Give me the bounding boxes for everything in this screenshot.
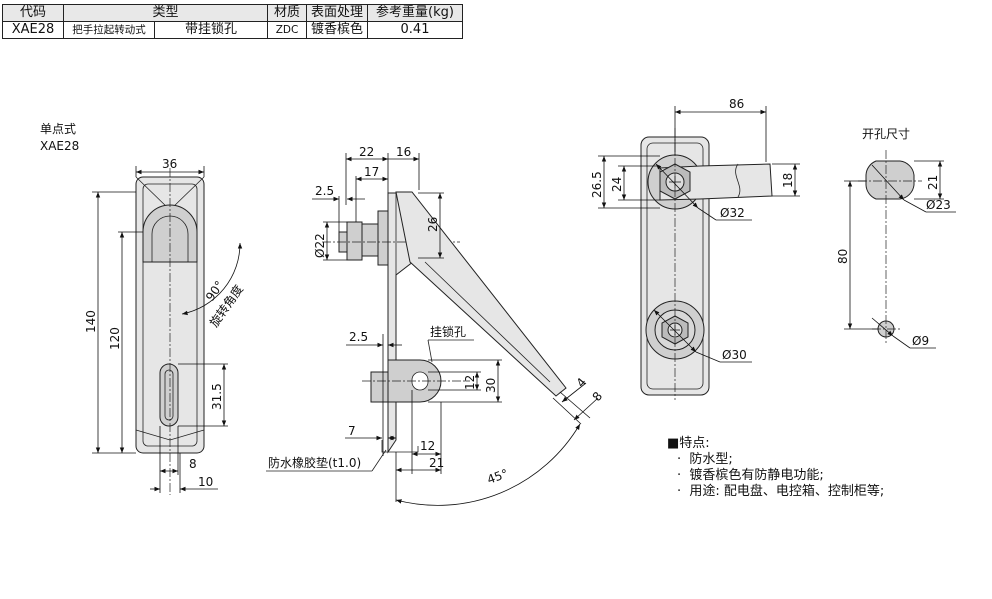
padlock-hole-label: 挂锁孔 (430, 324, 466, 339)
cell-weight: 0.41 (367, 21, 464, 39)
square-bullet-icon: ■ (667, 436, 680, 451)
dim-front-slot-length: 31.5 (210, 383, 224, 410)
side-view: 22 16 17 2.5 26 Ø22 2.5 7 12 (266, 145, 606, 506)
dim-cutout-dia9: Ø9 (912, 334, 929, 348)
feature-item-text: 用途: 配电盘、电控箱、控制柜等; (689, 484, 885, 499)
cell-finish: 镀香槟色 (305, 21, 369, 39)
front-view: 单点式 XAE28 36 140 120 31.5 (40, 122, 246, 495)
spec-table-header: 代码 类型 材质 表面处理 参考重量(kg) (2, 4, 464, 22)
feature-item: · 镀香槟色有防静电功能; (667, 468, 884, 484)
dim-cutout-80: 80 (836, 249, 850, 264)
feature-item-text: 防水型; (689, 452, 733, 467)
feature-item: · 防水型; (667, 452, 884, 468)
header-weight: 参考重量(kg) (367, 4, 464, 22)
header-material: 材质 (267, 4, 307, 22)
dim-side-17: 17 (364, 165, 379, 179)
dot-bullet-icon: · (677, 452, 690, 467)
dim-side-22: 22 (359, 145, 374, 159)
dim-cutout-dia23: Ø23 (926, 198, 951, 212)
dim-side-16: 16 (396, 145, 411, 159)
features-heading: 特点: (679, 436, 710, 451)
dim-side-30: 30 (484, 378, 498, 393)
side-nut (346, 221, 363, 261)
feature-item: · 用途: 配电盘、电控箱、控制柜等; (667, 484, 884, 500)
dim-front-bottom-width: 10 (198, 475, 213, 489)
side-padlock-screw (370, 371, 389, 403)
back-view: 86 26.5 24 18 Ø32 Ø30 (590, 97, 800, 400)
feature-item-text: 镀香槟色有防静电功能; (689, 468, 824, 483)
dim-front-height-120: 120 (108, 327, 122, 350)
cell-type-a: 把手拉起转动式 (63, 21, 155, 39)
dim-side-21: 21 (429, 456, 444, 470)
gasket-label: 防水橡胶垫(t1.0) (268, 455, 361, 470)
dim-back-dia32: Ø32 (720, 206, 745, 220)
header-code: 代码 (2, 4, 64, 22)
side-cylinder-flange (377, 210, 389, 266)
dot-bullet-icon: · (677, 484, 690, 499)
side-angle-arc (395, 423, 581, 506)
dim-side-12-h: 12 (463, 375, 477, 390)
cell-material: ZDC (267, 21, 307, 39)
front-view-title: 单点式 (40, 122, 76, 136)
dim-side-4: 4 (574, 375, 590, 390)
spec-table-row: XAE28 把手拉起转动式 带挂锁孔 ZDC 镀香槟色 0.41 (2, 21, 464, 39)
cell-code: XAE28 (2, 21, 64, 39)
cutout-view: 开孔尺寸 21 Ø23 80 Ø9 (836, 127, 956, 349)
cell-type-b: 带挂锁孔 (154, 21, 268, 39)
dim-side-2-5-top: 2.5 (315, 184, 334, 198)
spec-table: 代码 类型 材质 表面处理 参考重量(kg) XAE28 把手拉起转动式 带挂锁… (2, 4, 464, 39)
dim-back-26-5: 26.5 (590, 171, 604, 198)
dim-side-12-w: 12 (420, 439, 435, 453)
side-gasket (381, 440, 419, 453)
dim-side-45: 45° (485, 466, 510, 486)
front-padlock-slot-inner (164, 369, 174, 421)
dim-back-24: 24 (610, 177, 624, 192)
dim-front-slot-width: 8 (189, 457, 197, 471)
cutout-title: 开孔尺寸 (862, 127, 910, 141)
front-view-model: XAE28 (40, 139, 79, 153)
header-type: 类型 (63, 4, 268, 22)
dim-cutout-21: 21 (926, 175, 940, 190)
dot-bullet-icon: · (677, 468, 690, 483)
dim-back-18: 18 (781, 173, 795, 188)
dim-side-dia22: Ø22 (313, 233, 327, 258)
dim-front-width: 36 (162, 157, 177, 171)
features-block: ■特点: · 防水型; · 镀香槟色有防静电功能; · 用途: 配电盘、电控箱、… (667, 436, 884, 500)
dim-back-86: 86 (729, 97, 744, 111)
dim-side-8: 8 (590, 389, 606, 404)
features-heading-row: ■特点: (667, 436, 884, 452)
dim-side-7: 7 (348, 424, 356, 438)
side-cylinder (361, 223, 379, 257)
front-padlock-slot (159, 363, 179, 427)
dim-side-2-5-mid: 2.5 (349, 330, 368, 344)
dim-side-26: 26 (426, 217, 440, 232)
dim-front-total-height: 140 (84, 310, 98, 333)
rotation-arc (181, 242, 243, 316)
dim-back-dia30: Ø30 (722, 348, 747, 362)
